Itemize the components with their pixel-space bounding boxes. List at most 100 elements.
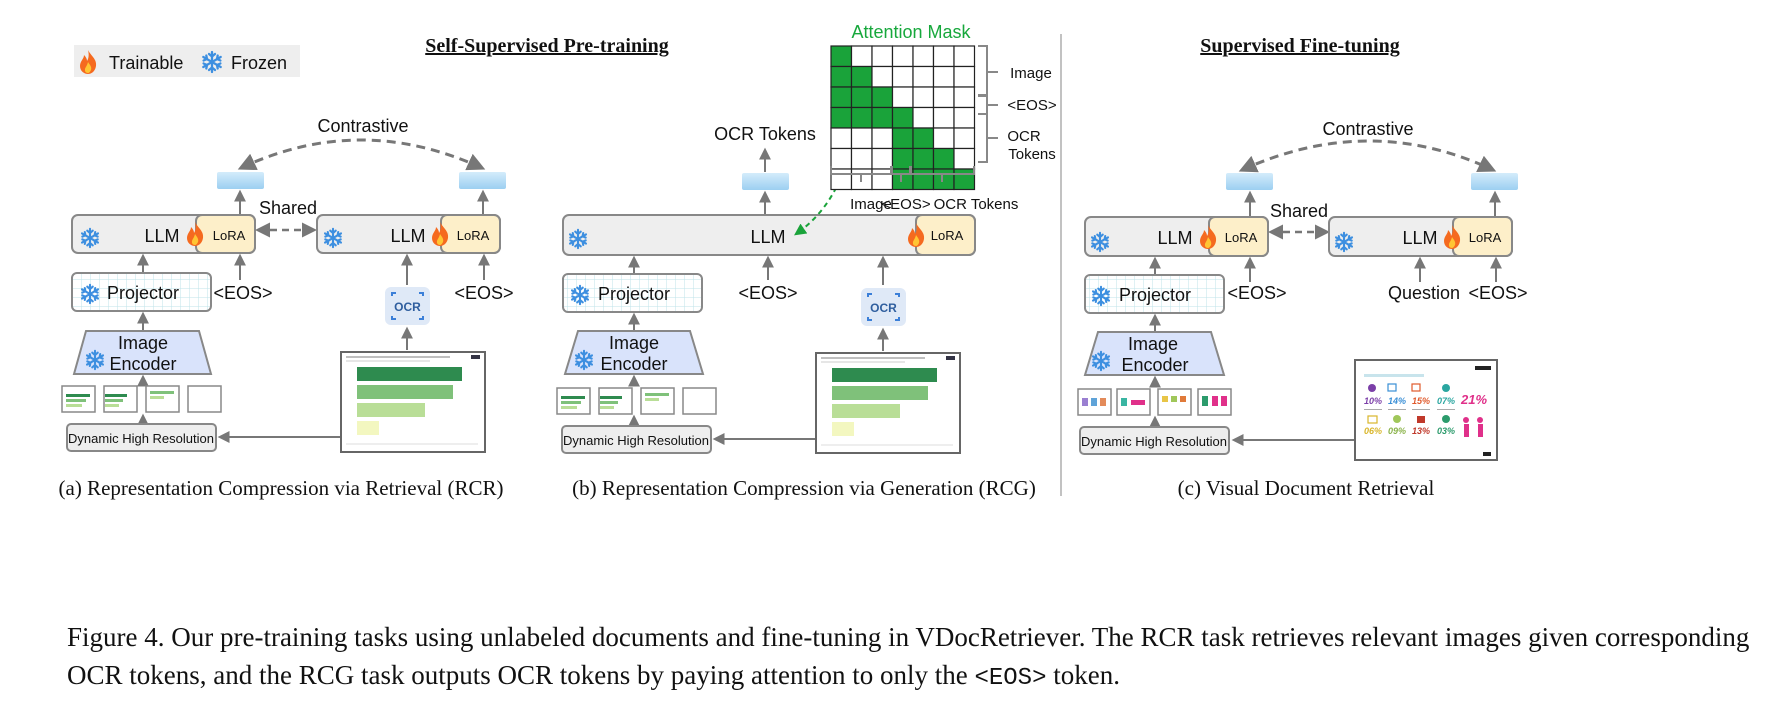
infographic-stat: 14% xyxy=(1388,396,1406,406)
mask-cell xyxy=(953,127,976,150)
mask-cell xyxy=(830,106,853,129)
contrastive-arrow xyxy=(237,138,486,171)
document-thumbnail xyxy=(815,352,961,454)
dynamic-label: Dynamic High Resolution xyxy=(563,433,709,448)
image-tiles xyxy=(1077,388,1232,416)
mask-cell xyxy=(850,106,873,129)
section-title-pretraining: Self-Supervised Pre-training xyxy=(425,35,669,57)
panel-c-caption: (c) Visual Document Retrieval xyxy=(1178,476,1435,500)
mask-cell xyxy=(850,127,873,150)
mask-cell xyxy=(850,65,873,88)
output-embedding xyxy=(742,173,789,190)
ocr-tokens-output-label: OCR Tokens xyxy=(714,124,816,144)
mask-col-label-eos: <EOS> xyxy=(881,196,930,213)
mask-row-label-ocr-line2: Tokens xyxy=(1008,146,1056,163)
mask-cell xyxy=(871,65,894,88)
lora-label: LoRA xyxy=(213,228,246,243)
mask-cell xyxy=(912,65,935,88)
panel-c: Contrastive LLM LoRA Shared LLM LoRA Pro… xyxy=(1077,119,1528,500)
mask-cell xyxy=(912,106,935,129)
image-embedding xyxy=(217,172,264,189)
projector-block xyxy=(562,273,703,313)
dynamic-label: Dynamic High Resolution xyxy=(68,431,214,446)
lora-label: LoRA xyxy=(1469,230,1502,245)
infographic-stat: 09% xyxy=(1388,426,1406,436)
mask-cell xyxy=(850,147,873,170)
mask-cell xyxy=(953,65,976,88)
mask-cell xyxy=(850,45,873,68)
mask-cell xyxy=(932,127,955,150)
mask-cell xyxy=(953,106,976,129)
question-token: Question xyxy=(1388,283,1460,303)
eos-token-right: <EOS> xyxy=(1468,283,1527,303)
infographic-stat: 10% xyxy=(1364,396,1382,406)
encoder-label-line2: Encoder xyxy=(109,354,176,374)
image-encoder-block xyxy=(72,330,213,375)
mask-cell xyxy=(830,65,853,88)
mask-col-label-ocr: OCR Tokens xyxy=(934,196,1019,213)
mask-cell xyxy=(891,45,914,68)
mask-row-brackets xyxy=(978,45,998,163)
dynamic-high-resolution-block xyxy=(561,425,712,454)
mask-col-brackets xyxy=(830,166,975,182)
panel-b: OCR Tokens LLM LoRA Projector <EOS> OCR xyxy=(556,22,1057,500)
ocr-icon: OCR xyxy=(861,288,906,326)
llm-label: LLM xyxy=(1157,228,1192,248)
mask-cell xyxy=(871,147,894,170)
mask-cell xyxy=(932,65,955,88)
panel-b-caption: (b) Representation Compression via Gener… xyxy=(572,476,1036,500)
mask-cell xyxy=(871,45,894,68)
legend-frozen: Frozen xyxy=(231,53,287,73)
mask-cell xyxy=(891,127,914,150)
eos-token-left: <EOS> xyxy=(213,283,272,303)
infographic-stat: 13% xyxy=(1412,426,1430,436)
svg-text:OCR: OCR xyxy=(870,301,897,315)
figure-caption-text-end: token. xyxy=(1046,660,1120,690)
mask-cell xyxy=(871,86,894,109)
mask-cell xyxy=(871,106,894,129)
llm-label: LLM xyxy=(1402,228,1437,248)
llm-label: LLM xyxy=(144,226,179,246)
dynamic-label: Dynamic High Resolution xyxy=(1081,434,1227,449)
shared-label: Shared xyxy=(1270,201,1328,221)
attention-mask-grid xyxy=(830,45,976,191)
mask-cell xyxy=(891,65,914,88)
infographic-stat: 15% xyxy=(1412,396,1430,406)
mask-cell xyxy=(850,86,873,109)
mask-cell xyxy=(912,147,935,170)
mask-cell xyxy=(932,86,955,109)
figure-caption-eos-code: <EOS> xyxy=(974,665,1047,692)
projector-label: Projector xyxy=(1119,285,1191,305)
mask-row-label-ocr-line1: OCR xyxy=(1007,128,1041,145)
mask-row-label-image: Image xyxy=(1010,65,1052,82)
mask-row-label-eos: <EOS> xyxy=(1007,97,1056,114)
mask-col-label-image: Image xyxy=(850,196,892,213)
mask-cell xyxy=(871,168,894,191)
encoder-label-line1: Image xyxy=(118,333,168,353)
encoder-label-line2: Encoder xyxy=(1121,355,1188,375)
ocr-icon: OCR xyxy=(385,287,430,325)
mask-cell xyxy=(912,127,935,150)
eos-token-right: <EOS> xyxy=(454,283,513,303)
llm-label: LLM xyxy=(750,227,785,247)
figure-caption-text: Figure 4. Our pre-training tasks using u… xyxy=(67,622,1750,690)
svg-text:OCR: OCR xyxy=(394,300,421,314)
image-encoder-block xyxy=(563,330,705,375)
encoder-label-line1: Image xyxy=(1128,334,1178,354)
ocr-embedding xyxy=(459,172,506,189)
document-thumbnail xyxy=(340,351,486,453)
infographic-stat: 07% xyxy=(1437,396,1455,406)
projector-block xyxy=(1084,274,1225,314)
llm-label: LLM xyxy=(390,226,425,246)
mask-cell xyxy=(953,147,976,170)
section-title-finetuning: Supervised Fine-tuning xyxy=(1200,35,1399,57)
mask-cell xyxy=(830,127,853,150)
mask-cell xyxy=(953,45,976,68)
mask-cell xyxy=(830,147,853,170)
image-encoder-block xyxy=(1083,331,1226,376)
encoder-label-line1: Image xyxy=(609,333,659,353)
mask-cell xyxy=(830,45,853,68)
panel-a: Contrastive LLM LoRA Shared LLM LoRA Pro… xyxy=(59,116,514,500)
lora-label: LoRA xyxy=(1225,230,1258,245)
figure-caption: Figure 4. Our pre-training tasks using u… xyxy=(67,618,1767,698)
